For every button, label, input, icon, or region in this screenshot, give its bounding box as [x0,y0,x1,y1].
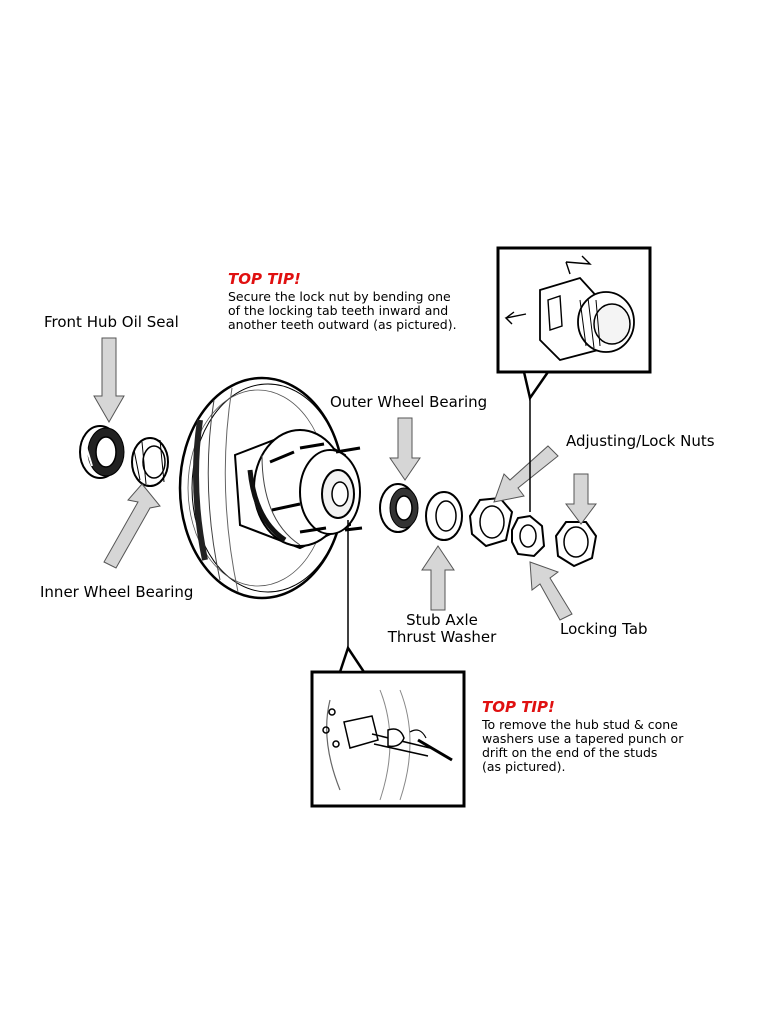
top-tip-2-line-4: (as pictured). [482,759,566,774]
top-tip-title-1: TOP TIP! [228,270,301,288]
label-outer-wheel-bearing: Outer Wheel Bearing [330,393,488,411]
top-tip-2-line-1: To remove the hub stud & cone [482,717,678,732]
wheel-hub [233,428,363,550]
arrow-locking-tab [529,561,573,621]
locking-tab-part [511,514,546,558]
front-hub-oil-seal-part [79,425,125,479]
inner-wheel-bearing-part [131,437,169,487]
label-inner-wheel-bearing: Inner Wheel Bearing [40,583,194,601]
label-adjusting-lock-nuts: Adjusting/Lock Nuts [566,432,715,450]
label-locking-tab: Locking Tab [560,620,648,638]
top-tip-text-2: To remove the hub stud & cone washers us… [482,718,683,774]
inset-locking-tab-callout [496,246,652,512]
top-tip-1-line-3: another teeth outward (as pictured). [228,317,457,332]
arrow-lock-nut [565,473,597,525]
thrust-washer-part [425,491,463,541]
inset-hub-stud-callout [310,520,466,808]
label-stub-axle-line2: Thrust Washer [387,628,497,646]
outer-wheel-bearing-part [379,483,419,533]
pointer-arrows [93,337,597,621]
top-tip-2-line-2: washers use a tapered punch or [482,731,684,746]
top-tip-title-2: TOP TIP! [482,698,555,716]
adjusting-nut-part [468,496,514,548]
top-tip-1-line-2: of the locking tab teeth inward and [228,303,449,318]
arrow-outer-bearing [389,417,421,481]
label-stub-axle-thrust-washer: Stub Axle Thrust Washer [372,612,512,646]
top-tip-text-1: Secure the lock nut by bending one of th… [228,290,457,332]
label-front-hub-oil-seal: Front Hub Oil Seal [44,313,179,331]
arrow-thrust-washer [421,545,455,611]
top-tip-1-line-1: Secure the lock nut by bending one [228,289,451,304]
label-stub-axle-line1: Stub Axle [406,611,478,629]
arrow-adjusting-nut [493,445,559,503]
lock-nut-part [554,521,598,568]
top-tip-2-line-3: drift on the end of the studs [482,745,658,760]
arrow-inner-bearing [103,483,161,569]
arrow-oil-seal [93,337,125,424]
